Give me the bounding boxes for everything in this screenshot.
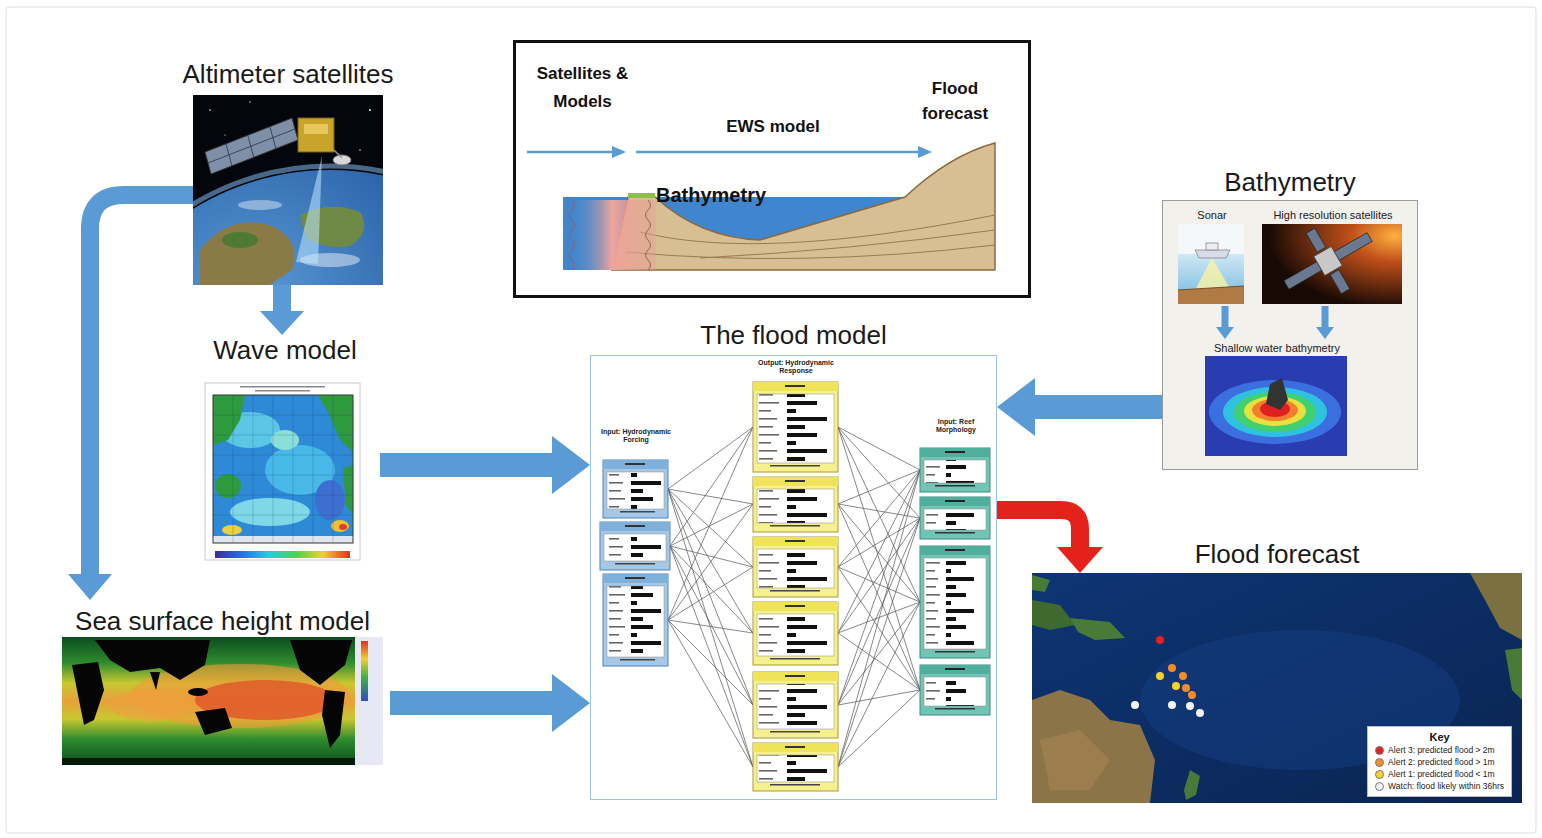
arrow-head xyxy=(552,674,590,732)
arrow-shaft xyxy=(273,285,291,312)
flow-arrow xyxy=(1316,306,1334,339)
arrow-head xyxy=(1216,327,1234,339)
image-panel: Sea surface height model xyxy=(55,600,390,767)
flow-arrow xyxy=(68,195,193,600)
arrow-shaft xyxy=(390,691,553,715)
arrow-shaft xyxy=(1034,395,1162,419)
legend-box: KeyAlert 3: predicted flood > 2mAlert 2:… xyxy=(1367,726,1512,797)
flow-arrow xyxy=(997,378,1162,436)
arrow-head xyxy=(552,436,590,494)
bathymetry-pictures xyxy=(1162,200,1418,470)
image-caption: Sonar xyxy=(1177,209,1247,222)
flow-arrow xyxy=(380,436,590,494)
image-tile: Sonar xyxy=(1177,209,1247,306)
panel-heading: Flood forecast xyxy=(1195,539,1360,569)
flow-arrow xyxy=(997,510,1103,573)
flow-arrow xyxy=(1216,306,1234,339)
panel-heading: Bathymetry xyxy=(1224,167,1356,197)
map-panel: Flood forecastKeyAlert 3: predicted floo… xyxy=(1032,573,1522,803)
legend-text: Alert 1: predicted flood < 1m xyxy=(1388,768,1495,780)
arrow-head xyxy=(1316,327,1334,339)
legend-text: Alert 2: predicted flood > 1m xyxy=(1388,756,1495,768)
stage-label: Satellites & Models xyxy=(535,60,630,116)
legend-swatch xyxy=(1375,782,1384,791)
image-tile: High resolution satellites xyxy=(1259,209,1407,306)
image-caption: High resolution satellites xyxy=(1259,209,1407,222)
arrow-head xyxy=(68,574,112,600)
legend-swatch xyxy=(1375,758,1384,767)
arrow-shaft xyxy=(90,195,193,575)
arrow-shaft xyxy=(1322,306,1329,328)
schematic-box: Satellites & ModelsEWS model Flood foreca… xyxy=(513,40,1031,298)
stage-label: EWS model xyxy=(708,116,838,138)
group-label: Input: Reef Morphology xyxy=(919,418,993,434)
frame xyxy=(6,7,1536,833)
legend-row: Watch: flood likely within 36hrs xyxy=(1375,780,1504,792)
panel-heading: Wave model xyxy=(213,335,357,365)
network-picture xyxy=(590,355,997,800)
legend-swatch xyxy=(1375,770,1384,779)
satellite-picture xyxy=(193,95,383,285)
bathymetry-panel: BathymetrySonarHigh resolution satellite… xyxy=(1162,200,1418,470)
image-panel: Altimeter satellites xyxy=(193,95,383,285)
sea-surface-map xyxy=(62,637,383,765)
stage-label: Flood forecast xyxy=(905,76,1005,126)
legend-title: Key xyxy=(1375,730,1504,744)
arrow-shaft xyxy=(380,453,553,477)
panel-heading: Altimeter satellites xyxy=(183,59,394,89)
legend-row: Alert 2: predicted flood > 1m xyxy=(1375,756,1504,768)
arrow-shaft xyxy=(997,510,1080,548)
group-label: Input: Hydrodynamic Forcing xyxy=(601,428,671,444)
flow-arrow xyxy=(390,674,590,732)
forecast-map xyxy=(1032,573,1522,803)
stage-label: Bathymetry xyxy=(656,183,766,207)
schematic-picture xyxy=(527,143,995,270)
group-label: Output: Hydrodynamic Response xyxy=(751,359,841,375)
arrow-head xyxy=(997,378,1035,436)
panel-heading: The flood model xyxy=(700,320,886,350)
flow-arrow xyxy=(260,285,304,335)
legend-row: Alert 3: predicted flood > 2m xyxy=(1375,744,1504,756)
legend-swatch xyxy=(1375,746,1384,755)
arrow-shaft xyxy=(1222,306,1229,328)
panel-heading: Sea surface height model xyxy=(75,606,370,636)
image-tile: Shallow water bathymetry xyxy=(1201,339,1353,463)
arrow-head xyxy=(260,311,304,335)
image-caption: Shallow water bathymetry xyxy=(1201,339,1353,355)
legend-row: Alert 1: predicted flood < 1m xyxy=(1375,768,1504,780)
arrow-head xyxy=(1057,547,1103,573)
image-panel: Wave model xyxy=(190,335,380,565)
network-panel: The flood modelOutput: Hydrodynamic Resp… xyxy=(590,355,997,800)
wave-model-map xyxy=(205,383,360,560)
legend-text: Watch: flood likely within 36hrs xyxy=(1388,780,1504,792)
legend-text: Alert 3: predicted flood > 2m xyxy=(1388,744,1495,756)
